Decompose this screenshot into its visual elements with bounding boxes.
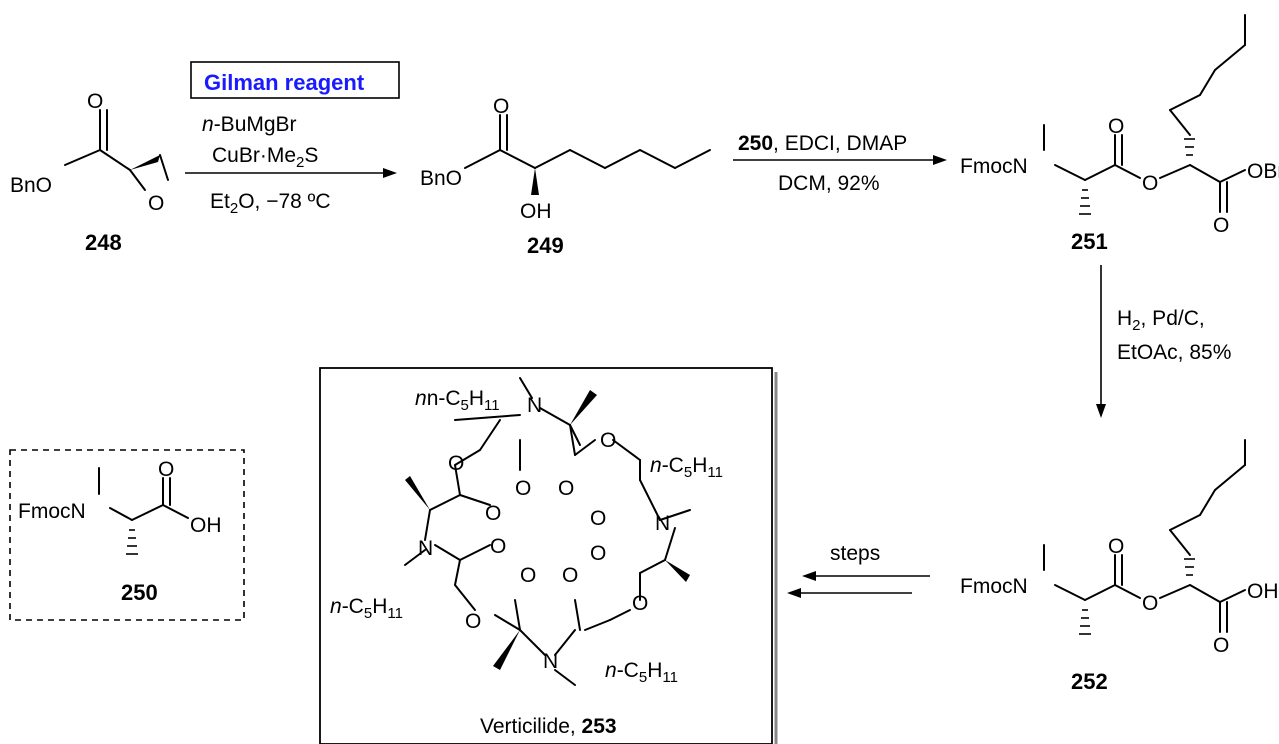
fmocn-label: FmocN [960,575,1028,598]
step2-reagents: 250, EDCI, DMAP [738,132,907,155]
carbonyl-o-label: O [87,90,103,113]
compound-251: FmocN O O OBn O 251 [960,14,1279,254]
o-label-12: O [465,610,481,633]
compound-249-label: 249 [527,233,564,258]
carbonyl-o-label: O [1108,535,1124,558]
step-4: steps [787,542,930,598]
o-label-8: O [590,542,606,565]
step3-conditions: EtOAc, 85% [1117,341,1231,364]
c5h11-label-4: n-C5H11 [605,659,678,686]
compound-248-label: 248 [85,230,122,255]
bno-label: BnO [420,167,462,190]
oh-label: OH [190,514,222,537]
step-3: H2, Pd/C, EtOAc, 85% [1096,265,1231,418]
compound-253: nn-C5H11 N O n-C5H11 O O O O N O N O O O… [319,367,778,744]
c5h11-label-2: n-C5H11 [650,454,723,481]
ester-o-label: O [1142,592,1158,615]
n-label-3: N [418,537,433,560]
carbonyl-o-label: O [1213,214,1229,237]
step1-arrowhead [383,168,397,178]
fmocn-label: FmocN [18,500,86,523]
c5h11-label-1: nn-C5H11 [415,387,500,414]
compound-251-label: 251 [1071,229,1108,254]
c5h11-label-3: n-C5H11 [330,595,403,622]
gilman-box [190,61,400,99]
oh-label: OH [520,200,552,223]
o-label-4: O [558,477,574,500]
verticilide-box [319,367,773,744]
step-2: 250, EDCI, DMAP DCM, 92% [733,132,947,195]
carbonyl-o-label: O [493,95,509,118]
n-label-4: N [543,650,558,673]
compound-250-box [9,449,245,621]
compound-248: BnO O O 248 [10,90,169,255]
o-label-6: O [485,502,501,525]
carbonyl-o-label: O [158,458,174,481]
o-label-1: O [600,429,616,452]
step-1: Gilman reagent n-BuMgBr CuBr·Me2S Et2O, … [185,61,400,217]
step2-arrowhead [933,155,947,165]
compound-250-label: 250 [121,580,158,605]
gilman-label: Gilman reagent [204,70,365,95]
compound-249: BnO O OH 249 [420,95,711,258]
compound-252-label: 252 [1071,669,1108,694]
step4-arrowhead-1 [802,571,816,581]
o-label-9: O [520,564,536,587]
bno-label: BnO [10,174,52,197]
n-label-2: N [655,512,670,535]
conditions-et2o: Et2O, −78 ºC [210,190,330,217]
carbonyl-o-label: O [1213,634,1229,657]
step2-conditions: DCM, 92% [778,172,880,195]
ester-o-label: O [1142,172,1158,195]
oh-label: OH [1247,580,1279,603]
obn-label: OBn [1247,160,1279,183]
epoxide-o-label: O [148,192,164,215]
n-label-1: N [527,394,542,417]
o-label-3: O [515,477,531,500]
compound-250: FmocN O OH 250 [9,449,245,621]
carbonyl-o-label: O [1108,115,1124,138]
o-label-10: O [562,564,578,587]
step3-reagents: H2, Pd/C, [1117,307,1205,334]
reagent-cubr: CuBr·Me2S [212,144,318,171]
compound-252: FmocN O O OH O 252 [960,439,1279,694]
o-label-2: O [448,452,464,475]
steps-label: steps [830,542,880,565]
step3-arrowhead [1096,404,1106,418]
o-label-7: O [490,535,506,558]
step4-arrowhead-2 [787,588,801,598]
o-label-5: O [590,507,606,530]
fmocn-label: FmocN [960,155,1028,178]
verticilide-label: Verticilide, 253 [480,715,617,738]
reagent-bumgbr: n-BuMgBr [202,113,297,136]
o-label-11: O [632,592,648,615]
